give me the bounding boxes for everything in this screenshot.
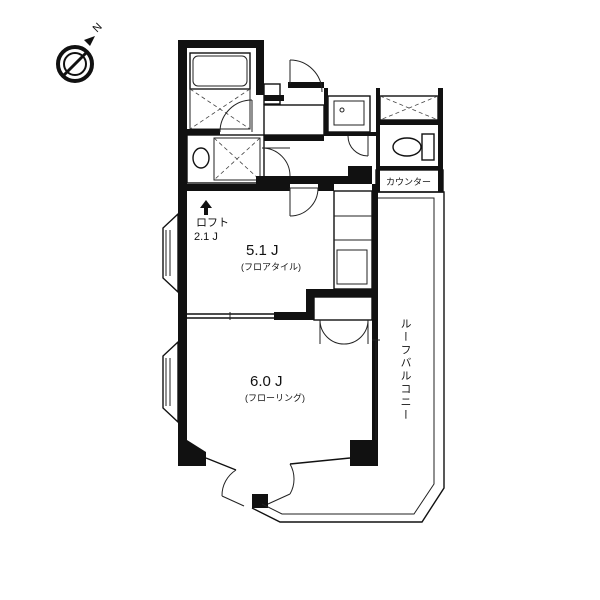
- compass-north-label: N: [91, 21, 105, 35]
- counter-label: カウンター: [386, 177, 431, 187]
- loft-size: 2.1 J: [194, 231, 218, 243]
- entrance-area: [256, 59, 380, 184]
- room-upper-size: 5.1 J: [246, 242, 279, 259]
- room-lower-floor: (フローリング): [245, 392, 305, 403]
- toilet-room: カウンター: [375, 88, 444, 193]
- loft-label: ロフト: [196, 217, 229, 229]
- roof-balcony: ルーフバルコニー: [251, 191, 445, 523]
- room-lower: 6.0 J (フローリング): [162, 320, 380, 508]
- bathroom-block: [178, 40, 291, 190]
- balcony-label: ルーフバルコニー: [399, 318, 412, 422]
- room-upper-floor: (フロアタイル): [241, 262, 301, 272]
- room-upper: ロフト 2.1 J 5.1 J (フロアタイル): [162, 184, 378, 464]
- compass-icon: N: [56, 21, 105, 83]
- room-lower-size: 6.0 J: [250, 373, 283, 390]
- room-partition: [178, 289, 373, 345]
